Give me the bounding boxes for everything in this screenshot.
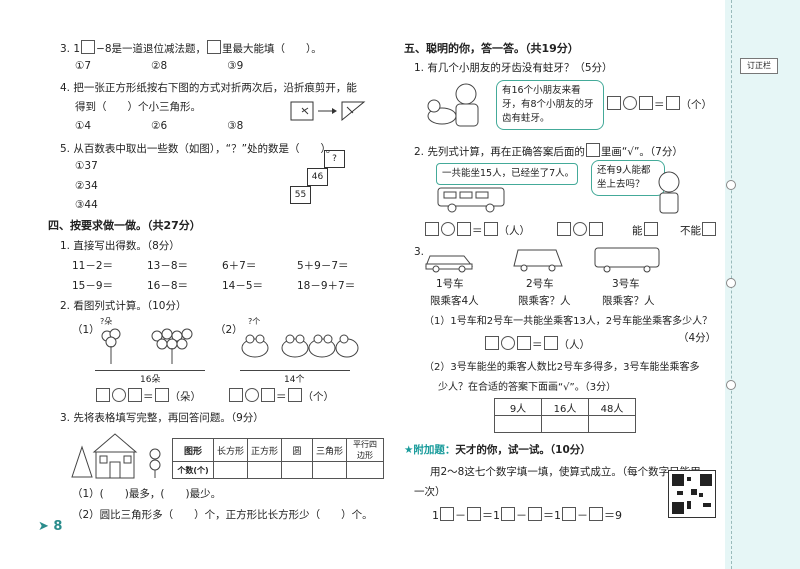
r3-sub1: （1）1号车和2号车一共能坐乘客13人，2号车能坐乘客多少人？	[424, 316, 713, 327]
qr-code	[668, 470, 716, 518]
hundred-chart-fragment: ? 46 55	[290, 150, 350, 210]
car-1	[425, 255, 474, 273]
bus-speech-bubble: 一共能坐15人，已经坐了7人。	[436, 163, 578, 185]
section-5-title: 五、聪明的你，答一答。（共19分）	[404, 42, 579, 55]
binding-hole	[726, 278, 736, 288]
minibus-illustration	[437, 187, 505, 213]
r3-sub2-line1: （2）3号车能坐的乘客人数比2号车多得多，3号车能坐乘客多	[424, 362, 700, 373]
bonus-instruction-1: 用2～8这七个数字填一填，使算式成立。（每个数字只能用	[430, 466, 701, 478]
page-number: ➤ 8	[38, 519, 63, 534]
r3-equation: ＝（人）	[484, 336, 590, 352]
r2-equation: ＝（人）	[424, 222, 530, 238]
picture-calc-label: 2. 看图列式计算。（10分）	[60, 300, 187, 312]
q4-line2: 得到（ ）个小三角形。	[75, 101, 201, 113]
brace-line	[240, 370, 350, 371]
car-2-name: 2号车	[526, 278, 554, 290]
calc-row-2: 15－9＝16－8＝14－5＝18－9＋7＝	[72, 280, 356, 292]
part-2-label: （2）	[215, 324, 243, 336]
table-answer-2: （2）圆比三角形多（ ）个，正方形比长方形少（ ）个。	[72, 509, 373, 521]
binding-hole	[726, 380, 736, 390]
yes-option: 能	[632, 222, 659, 238]
r3-sub1-score: （4分）	[678, 332, 717, 344]
equation-flowers: ＝（朵）	[95, 388, 201, 404]
flowers-illustration	[101, 328, 193, 364]
r3-label: 3.	[414, 246, 425, 258]
table-task-label: 3. 先将表格填写完整，再回答问题。（9分）	[60, 412, 264, 424]
q3-line: 3. 1−8是一道退位减法题，里最大能填（ ）。	[60, 40, 322, 56]
q5-option-a: ①37	[75, 160, 98, 172]
choice-table: 9人 16人 48人	[494, 398, 636, 433]
table-answer-1: （1）( )最多，( )最少。	[72, 488, 222, 500]
r2-label: 2. 先列式计算，再在正确答案后面的里画“√”。（7分）	[414, 143, 683, 159]
r2-equation-2	[556, 222, 604, 237]
r1-equation: ＝（个）	[606, 96, 712, 112]
correction-label: 订正栏	[740, 58, 778, 74]
teeth-speech-bubble: 有16个小朋友来看牙，有8个小朋友的牙齿有蛀牙。	[496, 80, 604, 130]
total-flowers: 16朵	[140, 375, 161, 385]
calc-label: 1. 直接写出得数。（8分）	[60, 240, 180, 252]
r3-sub2-line2: 少人？在合适的答案下面画“√”。（3分）	[438, 382, 617, 393]
car-1-name: 1号车	[436, 278, 464, 290]
car-2	[513, 249, 563, 272]
brace-line	[95, 370, 205, 371]
q5-option-b: ②34	[75, 180, 98, 192]
calc-row-1: 11－2＝13－8＝6＋7＝5＋9－7＝	[72, 260, 349, 272]
car-2-limit: 限乘客？人	[518, 295, 571, 307]
no-option: 不能	[680, 222, 717, 238]
car-1-limit: 限乘客4人	[430, 295, 479, 307]
answer-box[interactable]	[207, 40, 222, 54]
bonus-equation: 1－＝1－＝1－＝9	[432, 507, 622, 522]
boy-illustration	[658, 171, 680, 214]
fold-diagram	[290, 101, 366, 122]
shape-count-table: 图形 长方形 正方形 圆 三角形 平行四边形 个数(个)	[172, 438, 385, 479]
binding-hole	[726, 180, 736, 190]
correction-margin	[725, 0, 800, 569]
q5-option-c: ③44	[75, 199, 98, 211]
q5-line: 5. 从百数表中取出一些数（如图），“？”处的数是（ ）。	[60, 143, 337, 155]
bonus-title: ★附加题：天才的你，试一试。（10分）	[404, 444, 591, 456]
baskets-illustration	[241, 334, 359, 358]
q4-line1: 4. 把一张正方形纸按右下图的方式对折两次后，沿折痕剪开，能	[60, 82, 357, 94]
r1-label: 1. 有几个小朋友的牙齿没有蛀牙？（5分）	[414, 62, 613, 74]
total-items: 14个	[284, 375, 305, 385]
section-4-title: 四、按要求做一做。（共27分）	[48, 219, 201, 232]
bonus-instruction-2: 一次）	[414, 486, 446, 498]
car-3-limit: 限乘客？人	[602, 295, 655, 307]
unknown-items-label: ?个	[248, 317, 261, 326]
answer-box[interactable]	[81, 40, 96, 54]
part-1-label: （1）	[72, 324, 100, 336]
car-3-name: 3号车	[612, 278, 640, 290]
unknown-flowers-label: ?朵	[100, 317, 113, 326]
kid-speech-bubble: 还有9人能都坐上去吗？	[591, 160, 665, 196]
dentist-illustration	[427, 83, 479, 127]
car-3-bus	[594, 247, 660, 273]
equation-items: ＝（个）	[228, 388, 334, 404]
shapes-house-picture	[71, 433, 161, 479]
